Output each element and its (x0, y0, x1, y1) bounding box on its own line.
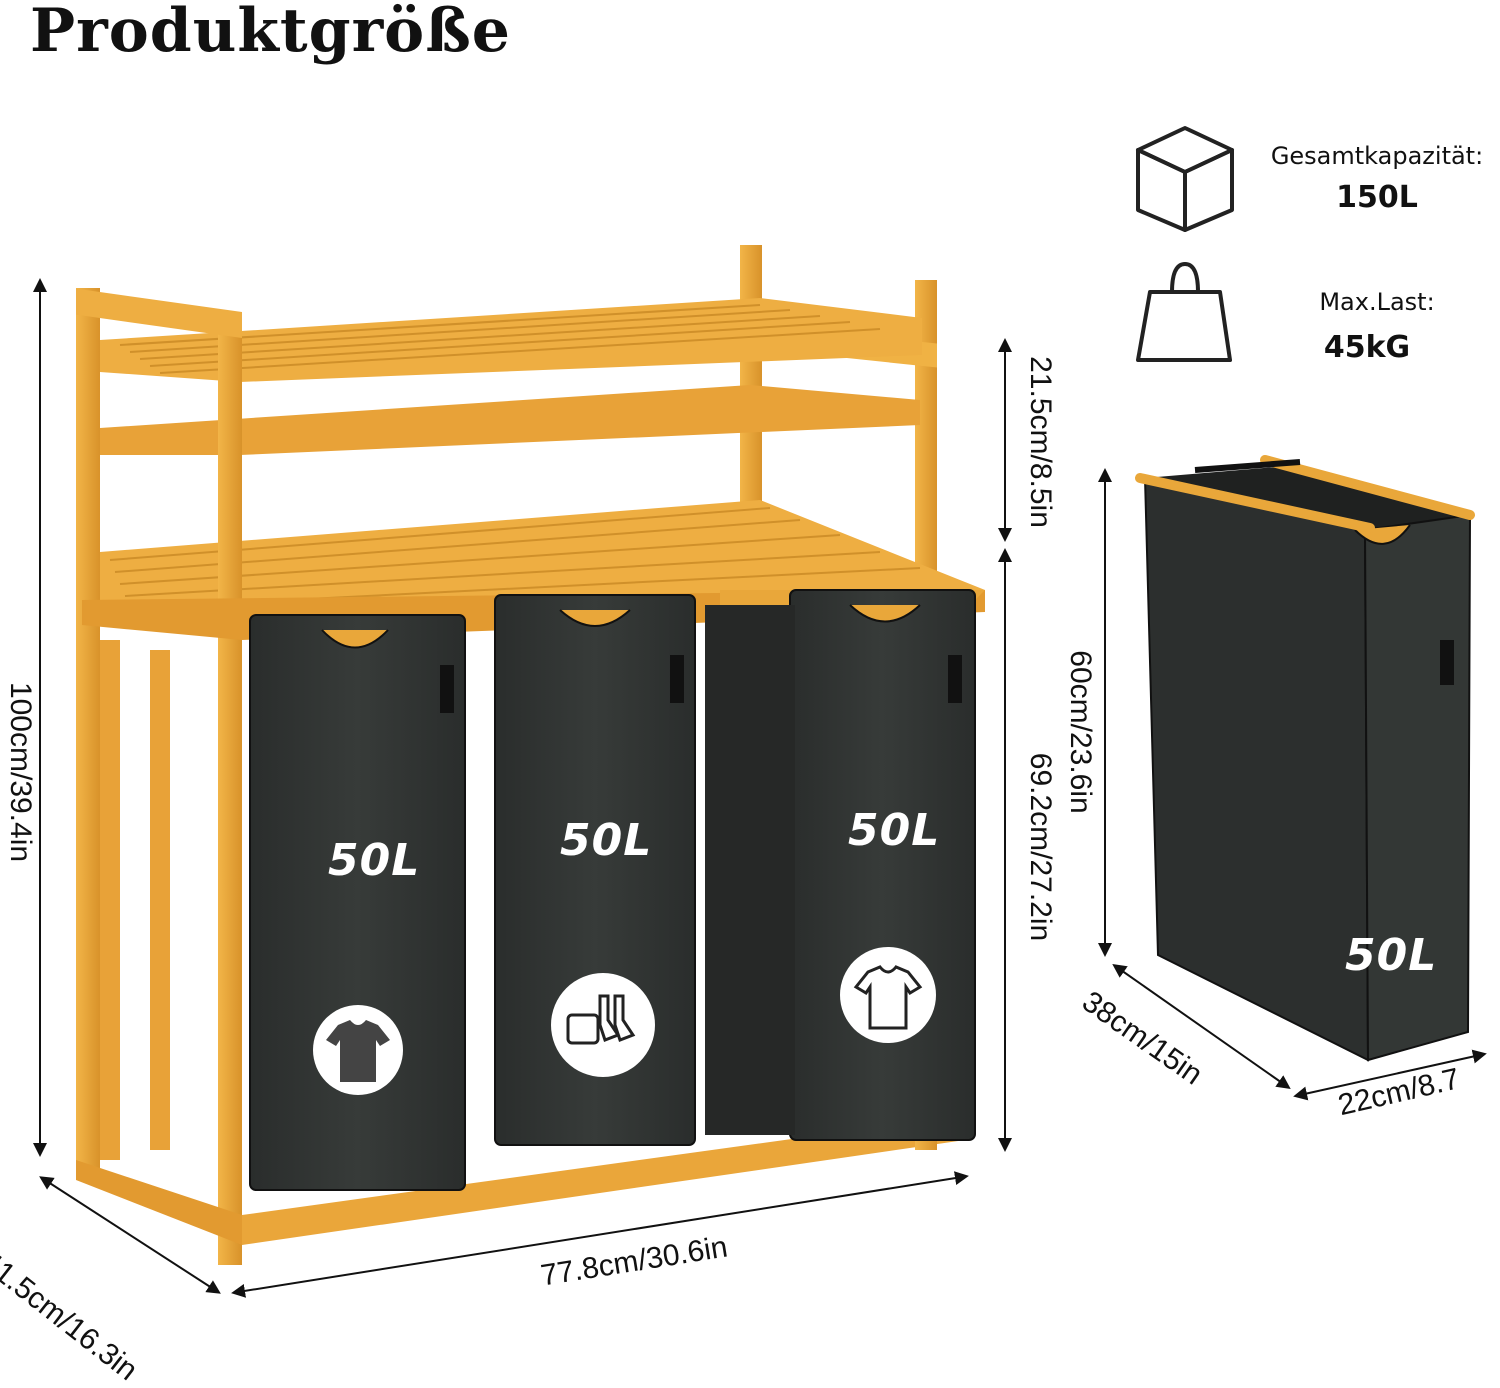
bin-3-volume: 50L (848, 805, 941, 856)
capacity-label: Gesamtkapazität: (1270, 142, 1484, 170)
bin-1 (249, 614, 466, 1191)
page-title: Produktgröße (30, 0, 511, 66)
depth-dimension-line (39, 1176, 221, 1294)
bin-2-volume: 50L (560, 815, 653, 866)
product-illustration (33, 126, 1487, 1298)
cube-icon (1136, 126, 1234, 232)
load-label: Max.Last: (1319, 288, 1435, 316)
shelf-gap-label: 21.5cm/8.5in (1024, 356, 1057, 528)
bin-3 (705, 589, 985, 1141)
underwear-socks-icon (551, 973, 655, 1077)
capacity-value: 150L (1336, 180, 1418, 215)
bag-height-label: 60cm/23.6in (1064, 650, 1097, 814)
total-height-label: 100cm/39.4in (4, 681, 37, 863)
single-bag (1135, 455, 1475, 1062)
bag-depth-dimension-line (1112, 963, 1291, 1090)
width-dimension-line (231, 1171, 969, 1298)
single-bag-volume: 50L (1345, 930, 1438, 981)
lower-height-label: 69.2cm/27.2in (1024, 752, 1057, 942)
tshirt-white-icon (840, 947, 936, 1043)
tshirt-dark-icon (313, 1005, 403, 1095)
bag-width-dimension-line (1293, 1049, 1487, 1101)
bin-1-volume: 50L (328, 835, 421, 886)
weight-icon (1136, 262, 1232, 362)
load-value: 45kG (1323, 330, 1411, 365)
